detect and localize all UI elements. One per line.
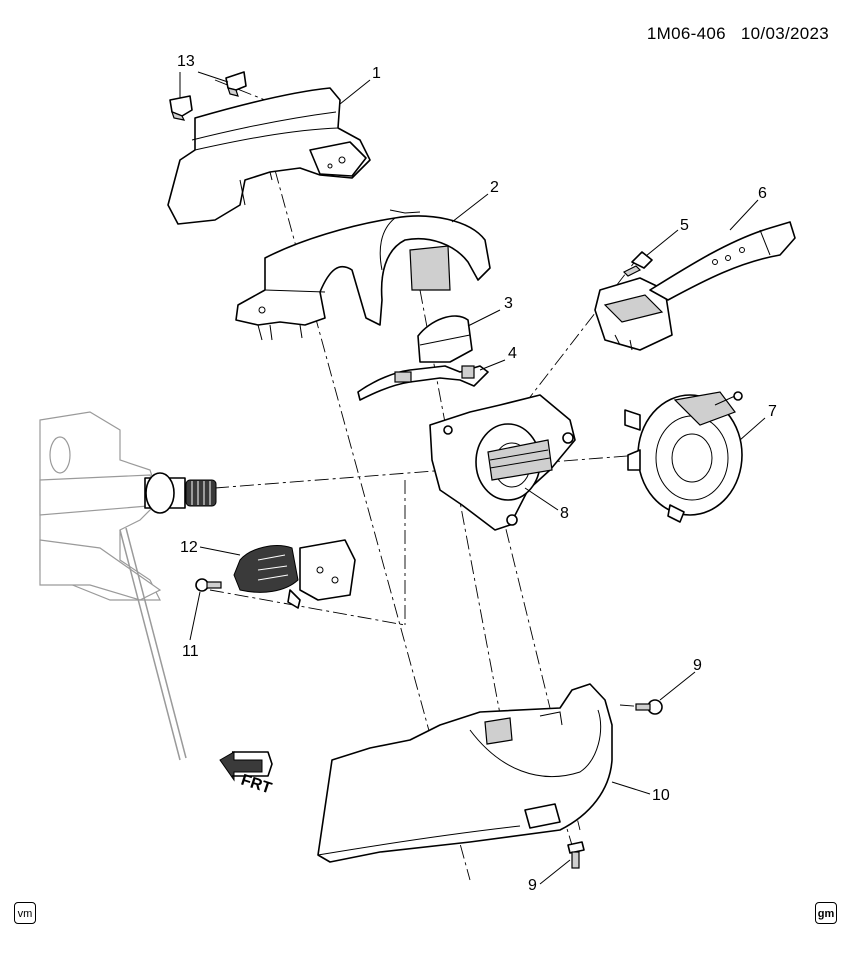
leader-lines <box>179 71 766 885</box>
part-12-cruise-switch <box>233 539 356 609</box>
diagram-code: 1M06-406 <box>646 24 726 43</box>
part-8-switch-housing <box>429 394 576 531</box>
callout-9b: 9 <box>528 877 537 894</box>
part-7-clock-spring <box>624 391 743 523</box>
diagram-date: 10/03/2023 <box>740 24 829 43</box>
gm-logo-badge: gm <box>815 902 837 924</box>
part-1-upper-trim-cover <box>167 87 371 225</box>
part-6-multifunction-switch <box>594 221 796 351</box>
part-11-screw <box>195 578 222 592</box>
vm-badge: vm <box>14 902 36 924</box>
callout-9: 9 <box>693 657 702 674</box>
callout-7: 7 <box>768 403 777 420</box>
callout-11: 11 <box>182 643 199 660</box>
part-10-lower-trim-cover <box>317 683 613 863</box>
part-13-clips <box>169 71 247 121</box>
callout-5: 5 <box>680 217 689 234</box>
callout-1: 1 <box>372 65 381 82</box>
callout-2: 2 <box>490 179 499 196</box>
callout-10: 10 <box>652 787 670 804</box>
part-9-screw-lower <box>567 841 585 869</box>
callout-labels: 13 1 2 6 5 3 4 7 8 12 11 9 10 9 <box>177 53 777 894</box>
part-2-trim-shroud <box>235 209 491 341</box>
column-shaft <box>144 472 217 514</box>
front-direction-arrow: FRT <box>219 751 274 797</box>
part-3-small-cover <box>417 315 473 363</box>
callout-13: 13 <box>177 53 195 70</box>
diagram-header: 1M06-406 10/03/2023 <box>637 24 829 44</box>
callout-4: 4 <box>508 345 517 362</box>
callout-6: 6 <box>758 185 767 202</box>
callout-3: 3 <box>504 295 513 312</box>
part-4-harness <box>357 365 489 401</box>
callout-12: 12 <box>180 539 198 556</box>
part-9-screw-upper <box>635 699 663 715</box>
part-5-screw <box>622 251 653 277</box>
callout-8: 8 <box>560 505 569 522</box>
steering-column-ghost <box>39 411 187 761</box>
